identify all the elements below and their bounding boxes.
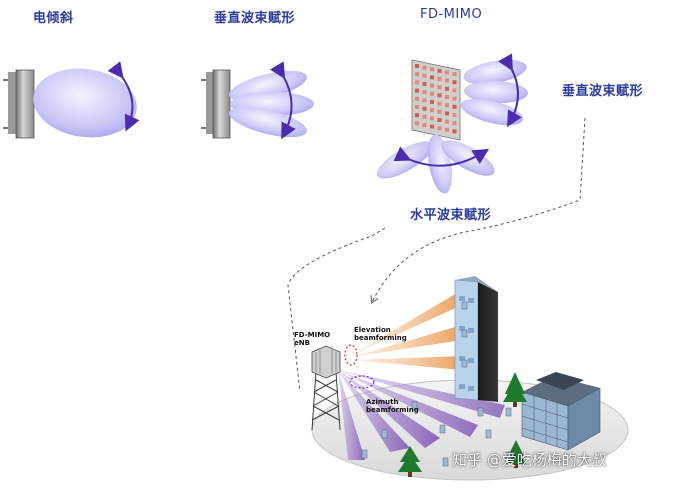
antenna-element (430, 116, 434, 121)
vertical-arrow (269, 61, 296, 140)
enb-label-line1: FD-MIMO (294, 331, 331, 339)
antenna-element (430, 100, 434, 104)
antenna-element (422, 123, 427, 127)
antenna-element (445, 127, 449, 132)
vertical-beamforming-title: 垂直波束赋形 (214, 11, 296, 26)
antenna-element (415, 105, 419, 109)
azimuth-highlight (349, 375, 375, 389)
enb-label-line2: eNB (294, 339, 310, 347)
antenna-element (452, 80, 457, 85)
antenna-element (437, 93, 442, 98)
fd-mimo-array-icon (411, 59, 461, 141)
sector-antenna-icon (201, 69, 231, 139)
antenna-element (437, 77, 442, 81)
tree-icon (398, 446, 422, 477)
antenna-element (437, 109, 442, 114)
enb-label: FD-MIMO eNB (294, 331, 330, 347)
antenna-element (437, 126, 442, 131)
elevation-label: Elevation beamforming (354, 326, 407, 342)
watermark: 知乎 @爱吃杨梅的大叔 (452, 451, 607, 469)
phone-icons (361, 301, 512, 467)
azimuth-label-line1: Azimuth (366, 398, 399, 406)
antenna-element (445, 103, 449, 108)
antenna-element (445, 95, 449, 99)
antenna-element (452, 96, 457, 101)
antenna-element (452, 104, 457, 109)
beam-lobe (33, 68, 137, 138)
antenna-element (422, 98, 427, 103)
office-building-icon (521, 372, 601, 451)
tall-building-icon (454, 276, 498, 402)
electrical-tilt-panel (3, 61, 140, 139)
deployment-scene (311, 276, 629, 481)
antenna-element (422, 65, 427, 70)
antenna-element (437, 68, 442, 73)
antenna-element (452, 113, 457, 117)
elevation-highlight (344, 344, 358, 366)
antenna-element (445, 70, 449, 75)
antenna-element (445, 86, 449, 91)
antenna-element (430, 67, 434, 72)
antenna-element (452, 129, 457, 134)
electrical-tilt-label: 电倾斜 (33, 11, 74, 26)
sector-antenna-icon (3, 69, 35, 139)
tilt-arrow (107, 61, 140, 132)
elevation-label-line1: Elevation (354, 326, 391, 334)
azimuth-beams (338, 370, 505, 460)
antenna-element (437, 85, 442, 90)
antenna-element (430, 108, 434, 113)
antenna-element (452, 72, 457, 76)
antenna-element (422, 73, 427, 78)
antenna-element (422, 82, 427, 86)
azimuth-label-line2: beamforming (366, 406, 419, 414)
antenna-element (415, 113, 419, 118)
antenna-element (437, 118, 442, 122)
horizontal-arrow (393, 146, 490, 167)
vertical-arrow (498, 53, 522, 128)
antenna-element (452, 121, 457, 126)
cell-tower-icon (311, 345, 341, 431)
antenna-element (422, 106, 427, 111)
vertical-beamforming-panel (201, 61, 314, 140)
antenna-element (437, 101, 442, 106)
antenna-element (445, 119, 449, 124)
beam-lobe (376, 141, 434, 179)
elevation-label-line2: beamforming (354, 334, 407, 342)
antenna-element (415, 96, 419, 101)
antenna-element (422, 90, 427, 95)
antenna-element (430, 83, 434, 88)
antenna-element (430, 124, 434, 129)
elevation-beams (352, 290, 462, 370)
antenna-element (415, 121, 419, 126)
azimuth-label: Azimuth beamforming (366, 398, 419, 414)
antenna-element (430, 91, 434, 96)
horizontal-beamforming-label: 水平波束赋形 (410, 208, 492, 223)
antenna-element (415, 64, 419, 68)
antenna-element (445, 111, 449, 116)
antenna-element (430, 75, 434, 80)
antenna-element (415, 80, 419, 85)
antenna-element (452, 88, 457, 93)
connector-left (287, 227, 386, 393)
vertical-beamforming-side-label: 垂直波束赋形 (562, 84, 644, 99)
antenna-element (422, 114, 427, 119)
antenna-element (445, 78, 449, 83)
fd-mimo-title: FD-MIMO (420, 7, 483, 22)
fd-mimo-panel (376, 53, 528, 194)
antenna-element (415, 72, 419, 77)
antenna-element (415, 88, 419, 93)
tree-icon (503, 372, 527, 407)
